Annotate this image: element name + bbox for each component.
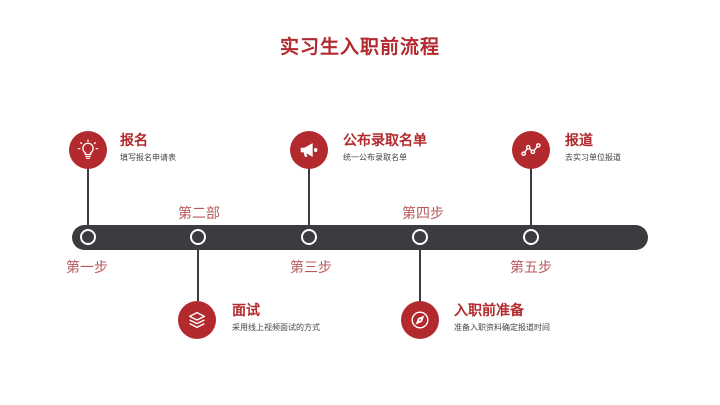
- connector-step-4: [419, 245, 421, 301]
- timeline-node-5: [523, 229, 539, 245]
- stage-label-4: 第四步: [402, 206, 444, 222]
- stage-label-3: 第三步: [290, 260, 332, 276]
- step-2-badge: [178, 301, 216, 339]
- page-title: 实习生入职前流程: [279, 36, 440, 58]
- stage-label-1: 第一步: [66, 260, 108, 276]
- step-4-title: 入职前准备: [454, 303, 524, 319]
- compass-icon: [411, 311, 429, 329]
- connector-step-1: [87, 161, 89, 229]
- step-4-desc: 准备入职资料确定报道时间: [454, 323, 550, 332]
- step-1-desc: 填写报名申请表: [120, 153, 176, 162]
- connector-step-5: [530, 161, 532, 229]
- timeline-node-1: [80, 229, 96, 245]
- timeline-bar: [72, 225, 648, 250]
- step-1-title: 报名: [120, 133, 148, 149]
- step-2-title: 面试: [232, 303, 260, 319]
- megaphone-icon: [300, 143, 318, 157]
- timeline-node-4: [412, 229, 428, 245]
- step-5-desc: 去实习单位报道: [565, 153, 621, 162]
- step-3-desc: 统一公布录取名单: [343, 153, 407, 162]
- trend-line-icon: [521, 143, 541, 157]
- timeline-node-2: [190, 229, 206, 245]
- step-2-desc: 采用线上视频面试的方式: [232, 323, 320, 332]
- lightbulb-icon: [77, 139, 99, 159]
- stage-label-2: 第二部: [178, 206, 220, 222]
- step-3-title: 公布录取名单: [343, 133, 427, 149]
- step-4-badge: [401, 301, 439, 339]
- step-5-badge: [512, 131, 550, 169]
- step-5-title: 报道: [565, 133, 593, 149]
- connector-step-3: [308, 161, 310, 229]
- stage-label-5: 第五步: [510, 260, 552, 276]
- step-1-badge: [69, 131, 107, 169]
- layers-icon: [188, 311, 206, 329]
- timeline-node-3: [301, 229, 317, 245]
- step-3-badge: [290, 131, 328, 169]
- connector-step-2: [197, 245, 199, 301]
